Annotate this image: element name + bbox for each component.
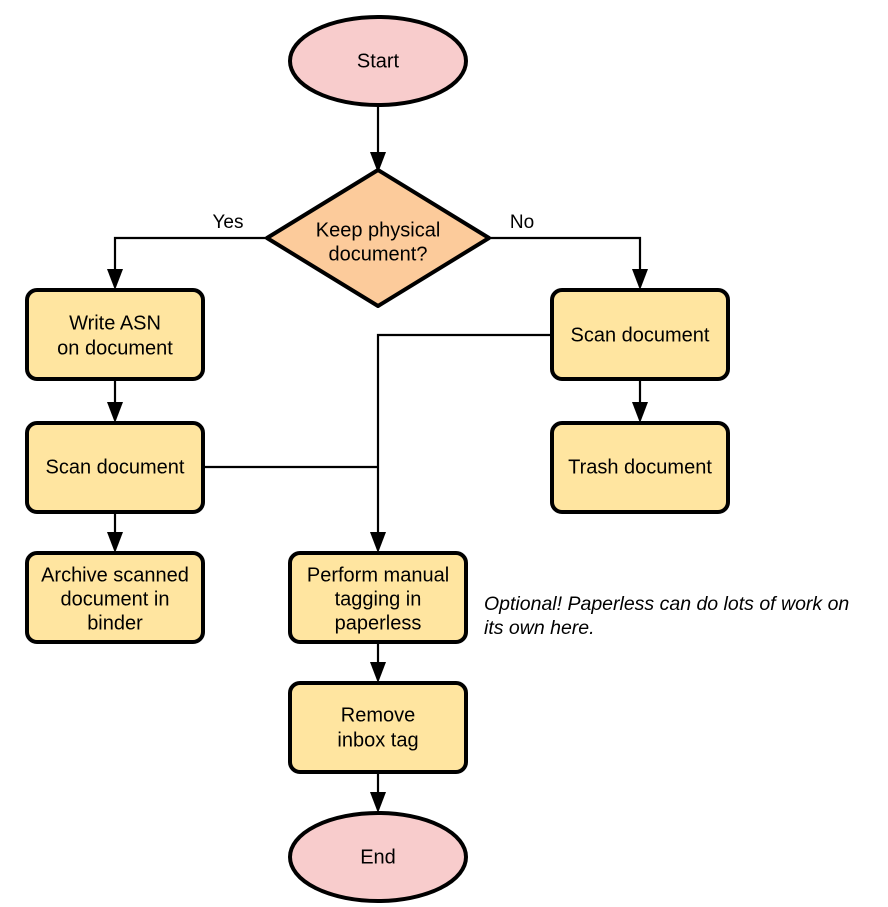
edge-line-no	[489, 236, 642, 277]
trash-document-box[interactable]	[550, 421, 730, 514]
scan-document-left-label: Scan document	[46, 456, 185, 478]
tagging-label-line2: tagging in	[335, 588, 422, 610]
end-oval[interactable]	[288, 811, 468, 903]
edge-label-no: No	[510, 212, 534, 233]
archive-label-line3: binder	[87, 612, 143, 634]
node-trash-document[interactable]: Trash document	[550, 421, 730, 514]
decision-diamond[interactable]	[265, 168, 491, 308]
arrow-head-end	[370, 792, 386, 813]
edge-scanright-to-trash	[632, 379, 648, 423]
scan-document-left-box[interactable]	[25, 421, 205, 514]
edge-removeinbox-to-end	[370, 771, 386, 813]
edge-label-yes: Yes	[213, 212, 244, 233]
arrow-head-decision-top	[370, 152, 386, 173]
start-label: Start	[357, 50, 400, 72]
node-scan-document-left[interactable]: Scan document	[25, 421, 205, 514]
edge-writeasn-to-scanleft	[107, 379, 123, 423]
perform-manual-tagging-box[interactable]	[288, 551, 468, 644]
archive-label-line1: Archive scanned	[41, 564, 189, 586]
edge-start-to-decision	[370, 101, 386, 173]
arrow-head-remove-inbox	[370, 662, 386, 683]
annotation-line1: Optional! Paperless can do lots of work …	[484, 593, 849, 615]
edge-line-yes	[113, 236, 267, 277]
end-label: End	[360, 846, 396, 868]
arrow-head-trash	[632, 402, 648, 423]
arrow-head-write-asn	[107, 269, 123, 290]
remove-inbox-label-line1: Remove	[341, 704, 415, 726]
annotation-line2: its own here.	[484, 617, 595, 639]
tagging-label-line1: Perform manual	[307, 564, 449, 586]
edge-tagging-to-removeinbox	[370, 641, 386, 683]
decision-label-line1: Keep physical	[316, 219, 441, 241]
edge-decision-no	[489, 236, 648, 290]
tagging-label-line3: paperless	[335, 612, 422, 634]
start-oval[interactable]	[288, 15, 468, 107]
node-remove-inbox-tag[interactable]: Remove inbox tag	[288, 681, 468, 774]
node-start[interactable]: Start	[288, 15, 468, 107]
remove-inbox-label-line2: inbox tag	[337, 729, 418, 751]
archive-label-line2: document in	[61, 588, 170, 610]
remove-inbox-tag-box[interactable]	[288, 681, 468, 774]
arrow-head-archive	[107, 532, 123, 553]
arrow-head-tagging	[370, 532, 386, 553]
archive-box[interactable]	[25, 551, 205, 644]
write-asn-box[interactable]	[25, 288, 205, 381]
edge-scanleft-to-tagging	[204, 465, 386, 553]
arrow-head-scan-left	[107, 402, 123, 423]
edge-scanright-to-tagging	[376, 333, 552, 540]
write-asn-label-line2: on document	[57, 337, 173, 359]
node-decision-keep-physical-document[interactable]: Keep physical document?	[265, 168, 491, 308]
node-end[interactable]: End	[288, 811, 468, 903]
arrow-head-scan-right	[632, 269, 648, 290]
node-write-asn-on-document[interactable]: Write ASN on document	[25, 288, 205, 381]
annotation-optional-paperless: Optional! Paperless can do lots of work …	[484, 593, 849, 639]
node-archive-scanned-document[interactable]: Archive scanned document in binder	[25, 551, 205, 644]
node-scan-document-right[interactable]: Scan document	[550, 288, 730, 381]
write-asn-label-line1: Write ASN	[69, 312, 161, 334]
node-perform-manual-tagging[interactable]: Perform manual tagging in paperless	[288, 551, 468, 644]
decision-label-line2: document?	[329, 243, 428, 265]
trash-document-label: Trash document	[568, 456, 712, 478]
edge-scanleft-to-archive	[107, 511, 123, 553]
edge-line-scanright-tagging	[376, 333, 552, 540]
edge-decision-yes	[107, 236, 267, 290]
scan-document-right-label: Scan document	[571, 324, 710, 346]
scan-document-right-box[interactable]	[550, 288, 730, 381]
